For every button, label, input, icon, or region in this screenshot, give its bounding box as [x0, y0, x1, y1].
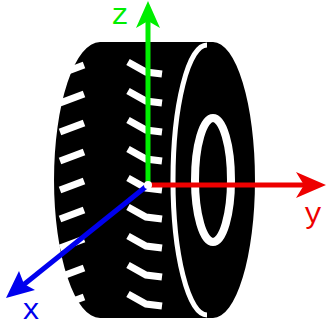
- tread-groove: [128, 265, 162, 277]
- tire-body: [54, 42, 255, 318]
- tread-groove: [60, 268, 84, 277]
- axis-label: z: [111, 1, 129, 31]
- y-arrowhead: [296, 172, 326, 198]
- tread-groove: [128, 62, 162, 74]
- x-arrowhead: [6, 271, 35, 298]
- tread-groove: [128, 236, 162, 248]
- z-axis: [146, 20, 151, 185]
- z-arrowhead: [136, 1, 160, 28]
- tread-groove: [60, 181, 84, 190]
- tread-groove: [128, 149, 162, 161]
- axes: [6, 1, 326, 298]
- origin-dot: [144, 181, 152, 189]
- tread-groove: [60, 152, 84, 161]
- axis-label: y: [304, 200, 322, 230]
- tread-groove: [128, 294, 162, 306]
- tread-groove: [128, 91, 162, 103]
- x-axis: [22, 185, 148, 286]
- rim-ring: [195, 118, 231, 242]
- tread-groove: [60, 210, 84, 219]
- tread-groove: [60, 94, 84, 103]
- tread-groove: [60, 65, 84, 74]
- tread-groove: [128, 120, 162, 132]
- tread-groove: [60, 297, 84, 306]
- axis-label: x: [22, 296, 40, 326]
- tread-groove: [60, 123, 84, 132]
- tread-groove: [128, 207, 162, 219]
- y-axis: [148, 183, 305, 188]
- tire: [54, 42, 255, 318]
